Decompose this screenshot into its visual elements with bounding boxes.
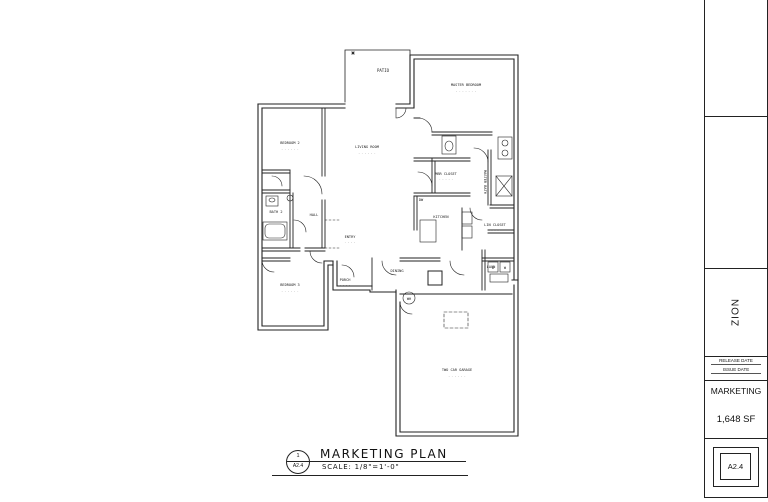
dining-label: DINING	[391, 269, 404, 273]
dishwasher-label: DW	[419, 198, 424, 202]
svg-text:- - - - -: - - - - -	[439, 178, 453, 181]
exterior-walls	[257, 54, 519, 437]
svg-text:- - - -: - - - -	[345, 241, 356, 244]
plan-title: MARKETING PLAN	[320, 447, 448, 461]
issue-date-label: ISSUE DATE	[711, 367, 761, 374]
title-underline-2	[272, 475, 468, 476]
title-block-divider	[705, 380, 767, 381]
detail-number: 1	[296, 453, 300, 459]
room-labels: PATIO MASTER BEDROOM - - - - - - - BEDRO…	[270, 68, 507, 378]
release-date-label: RELEASE DATE	[711, 358, 761, 365]
door-swings	[261, 107, 489, 315]
patio-label: PATIO	[377, 68, 390, 73]
sheet-number: A2.4	[720, 453, 751, 480]
bedroom-2-label: BEDROOM 2	[280, 141, 299, 145]
plan-scale: SCALE: 1/8"=1'-0"	[322, 463, 400, 471]
mbr-closet-label: MBR CLOSET	[435, 172, 457, 176]
title-block: ZION RELEASE DATE ISSUE DATE MARKETING 1…	[704, 0, 768, 498]
svg-text:- - - - - - -: - - - - - - -	[456, 90, 477, 93]
hall-label: HALL	[310, 213, 319, 217]
dryer-label: D	[492, 266, 494, 270]
title-block-divider	[705, 268, 767, 269]
svg-text:- - - - - -: - - - - - -	[358, 152, 376, 155]
lin-closet-label: LIN CLOSET	[484, 223, 506, 227]
title-underline	[308, 461, 466, 462]
svg-text:- - - - - -: - - - - - -	[448, 375, 466, 378]
detail-sheet-ref: A2.4	[292, 463, 304, 469]
title-block-divider	[705, 356, 767, 357]
fixtures	[262, 135, 513, 329]
detail-bubble: 1 A2.4	[286, 450, 310, 474]
marketing-label: MARKETING	[710, 386, 762, 396]
square-feet: 1,648 SF	[716, 414, 756, 425]
bath-2-label: BATH 2	[270, 210, 283, 214]
porch-label: PORCH	[340, 278, 351, 282]
svg-text:- - - - - -: - - - - - -	[281, 290, 299, 293]
svg-text:- - - - - -: - - - - - -	[281, 148, 299, 151]
garage-label: TWO CAR GARAGE	[442, 368, 472, 372]
interior-walls	[261, 107, 515, 291]
bedroom-3-label: BEDROOM 3	[280, 283, 299, 287]
kitchen-label: KITCHEN	[433, 215, 448, 219]
master-bedroom-label: MASTER BEDROOM	[451, 83, 482, 87]
svg-text:- - - -: - - - -	[340, 284, 351, 287]
title-block-divider	[705, 438, 767, 439]
title-block-divider	[705, 116, 767, 117]
water-heater-label: WH	[407, 297, 411, 301]
patio-outline	[344, 49, 411, 103]
laundry-label: LAUN	[487, 265, 496, 269]
living-room-label: LIVING ROOM	[355, 145, 380, 149]
master-bath-label: MASTER BATH	[483, 170, 487, 194]
sheet-number-box: A2.4	[713, 447, 759, 487]
dates-block: RELEASE DATE ISSUE DATE	[705, 356, 767, 378]
svg-text:- - - -: - - - -	[490, 229, 501, 232]
entry-label: ENTRY	[345, 235, 357, 239]
washer-label: W	[504, 266, 507, 270]
project-name: ZION	[730, 298, 742, 326]
